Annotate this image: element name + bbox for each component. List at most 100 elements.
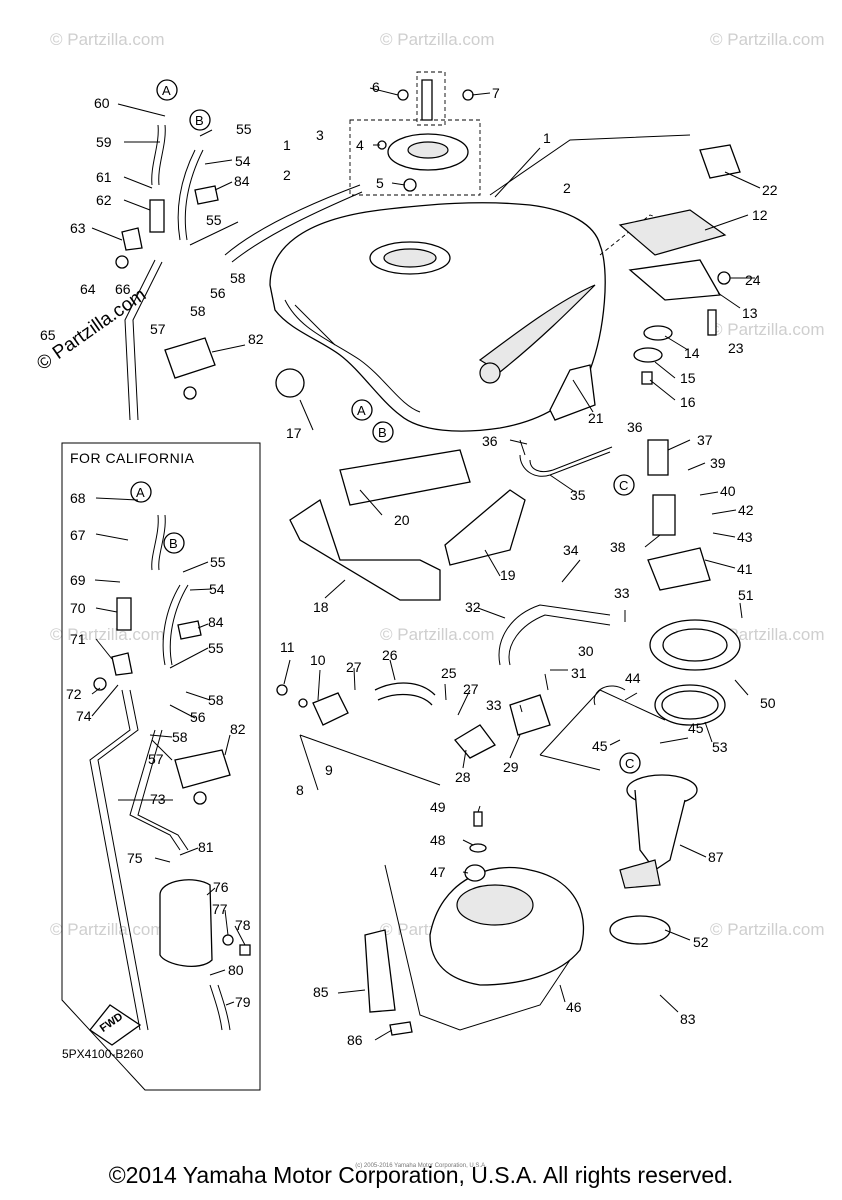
watermark: © Partzilla.com — [380, 625, 495, 644]
callout-27: 27 — [463, 681, 479, 697]
callout-50: 50 — [760, 695, 776, 711]
callout-64: 64 — [80, 281, 96, 297]
connector-marker — [163, 532, 185, 554]
callout-27: 27 — [346, 659, 362, 675]
watermark: © Partzilla.com — [50, 920, 165, 939]
callout-22: 22 — [762, 182, 778, 198]
connector-marker — [619, 752, 641, 774]
callout-43: 43 — [737, 529, 753, 545]
callout-72: 72 — [66, 686, 82, 702]
callout-82: 82 — [230, 721, 246, 737]
callout-1: 1 — [543, 130, 551, 146]
connector-label: A — [357, 403, 366, 418]
callout-56: 56 — [210, 285, 226, 301]
callout-84: 84 — [234, 173, 250, 189]
callout-86: 86 — [347, 1032, 363, 1048]
callout-52: 52 — [693, 934, 709, 950]
callout-47: 47 — [430, 864, 446, 880]
callout-15: 15 — [680, 370, 696, 386]
callout-79: 79 — [235, 994, 251, 1010]
callout-65: 65 — [40, 327, 56, 343]
callout-29: 29 — [503, 759, 519, 775]
callout-21: 21 — [588, 410, 604, 426]
callout-5: 5 — [376, 175, 384, 191]
watermark: © Partzilla.com — [50, 625, 165, 644]
callout-58: 58 — [172, 729, 188, 745]
callout-23: 23 — [728, 340, 744, 356]
connector-label: C — [625, 756, 634, 771]
callout-71: 71 — [70, 631, 86, 647]
callout-55: 55 — [210, 554, 226, 570]
callout-55: 55 — [206, 212, 222, 228]
callout-85: 85 — [313, 984, 329, 1000]
callout-18: 18 — [313, 599, 329, 615]
callout-57: 57 — [148, 751, 164, 767]
callout-45: 45 — [688, 720, 704, 736]
connector-marker — [613, 474, 635, 496]
connector-label: B — [169, 536, 178, 551]
callout-1: 1 — [283, 137, 291, 153]
callout-53: 53 — [712, 739, 728, 755]
callout-87: 87 — [708, 849, 724, 865]
callout-76: 76 — [213, 879, 229, 895]
callout-80: 80 — [228, 962, 244, 978]
callout-54: 54 — [235, 153, 251, 169]
callout-55: 55 — [208, 640, 224, 656]
watermark: © Partzilla.com — [710, 30, 825, 49]
callout-63: 63 — [70, 220, 86, 236]
callout-42: 42 — [738, 502, 754, 518]
callout-74: 74 — [76, 708, 92, 724]
callout-44: 44 — [625, 670, 641, 686]
callout-19: 19 — [500, 567, 516, 583]
callout-36: 36 — [627, 419, 643, 435]
callout-57: 57 — [150, 321, 166, 337]
callout-66: 66 — [115, 281, 131, 297]
callout-39: 39 — [710, 455, 726, 471]
callout-56: 56 — [190, 709, 206, 725]
callout-11: 11 — [280, 639, 295, 655]
callout-20: 20 — [394, 512, 410, 528]
callout-9: 9 — [325, 762, 333, 778]
callout-40: 40 — [720, 483, 736, 499]
watermark: © Partzilla.com — [50, 30, 165, 49]
callout-31: 31 — [571, 665, 587, 681]
callout-51: 51 — [738, 587, 754, 603]
tank-mount-parts — [549, 144, 741, 421]
watermark: © Partzilla.com — [710, 320, 825, 339]
callout-77: 77 — [212, 901, 228, 917]
callout-75: 75 — [127, 850, 143, 866]
callout-67: 67 — [70, 527, 86, 543]
callout-70: 70 — [70, 600, 86, 616]
callout-55: 55 — [236, 121, 252, 137]
callout-12: 12 — [752, 207, 768, 223]
callout-49: 49 — [430, 799, 446, 815]
callout-58: 58 — [190, 303, 206, 319]
callout-32: 32 — [465, 599, 481, 615]
callout-58: 58 — [230, 270, 246, 286]
callout-41: 41 — [737, 561, 753, 577]
callout-48: 48 — [430, 832, 446, 848]
callout-16: 16 — [680, 394, 696, 410]
callout-3: 3 — [316, 127, 324, 143]
callout-33: 33 — [614, 585, 630, 601]
callout-46: 46 — [566, 999, 582, 1015]
callout-2: 2 — [563, 180, 571, 196]
callout-38: 38 — [610, 539, 626, 555]
callout-61: 61 — [96, 169, 112, 185]
connector-marker — [189, 109, 211, 131]
connector-marker — [351, 399, 373, 421]
callout-34: 34 — [563, 542, 579, 558]
connector-marker — [372, 421, 394, 443]
connector-marker — [130, 481, 152, 503]
connector-label: B — [378, 425, 387, 440]
copyright-notice: ©2014 Yamaha Motor Corporation, U.S.A. A… — [108, 1162, 734, 1188]
fuel-pump-parts — [519, 439, 741, 945]
callout-60: 60 — [94, 95, 110, 111]
callout-84: 84 — [208, 614, 224, 630]
callout-24: 24 — [745, 272, 761, 288]
callout-6: 6 — [372, 79, 380, 95]
connector-markers: A B A B C C A B — [130, 79, 641, 774]
diagram-code: 5PX4100-B260 — [62, 1047, 144, 1061]
